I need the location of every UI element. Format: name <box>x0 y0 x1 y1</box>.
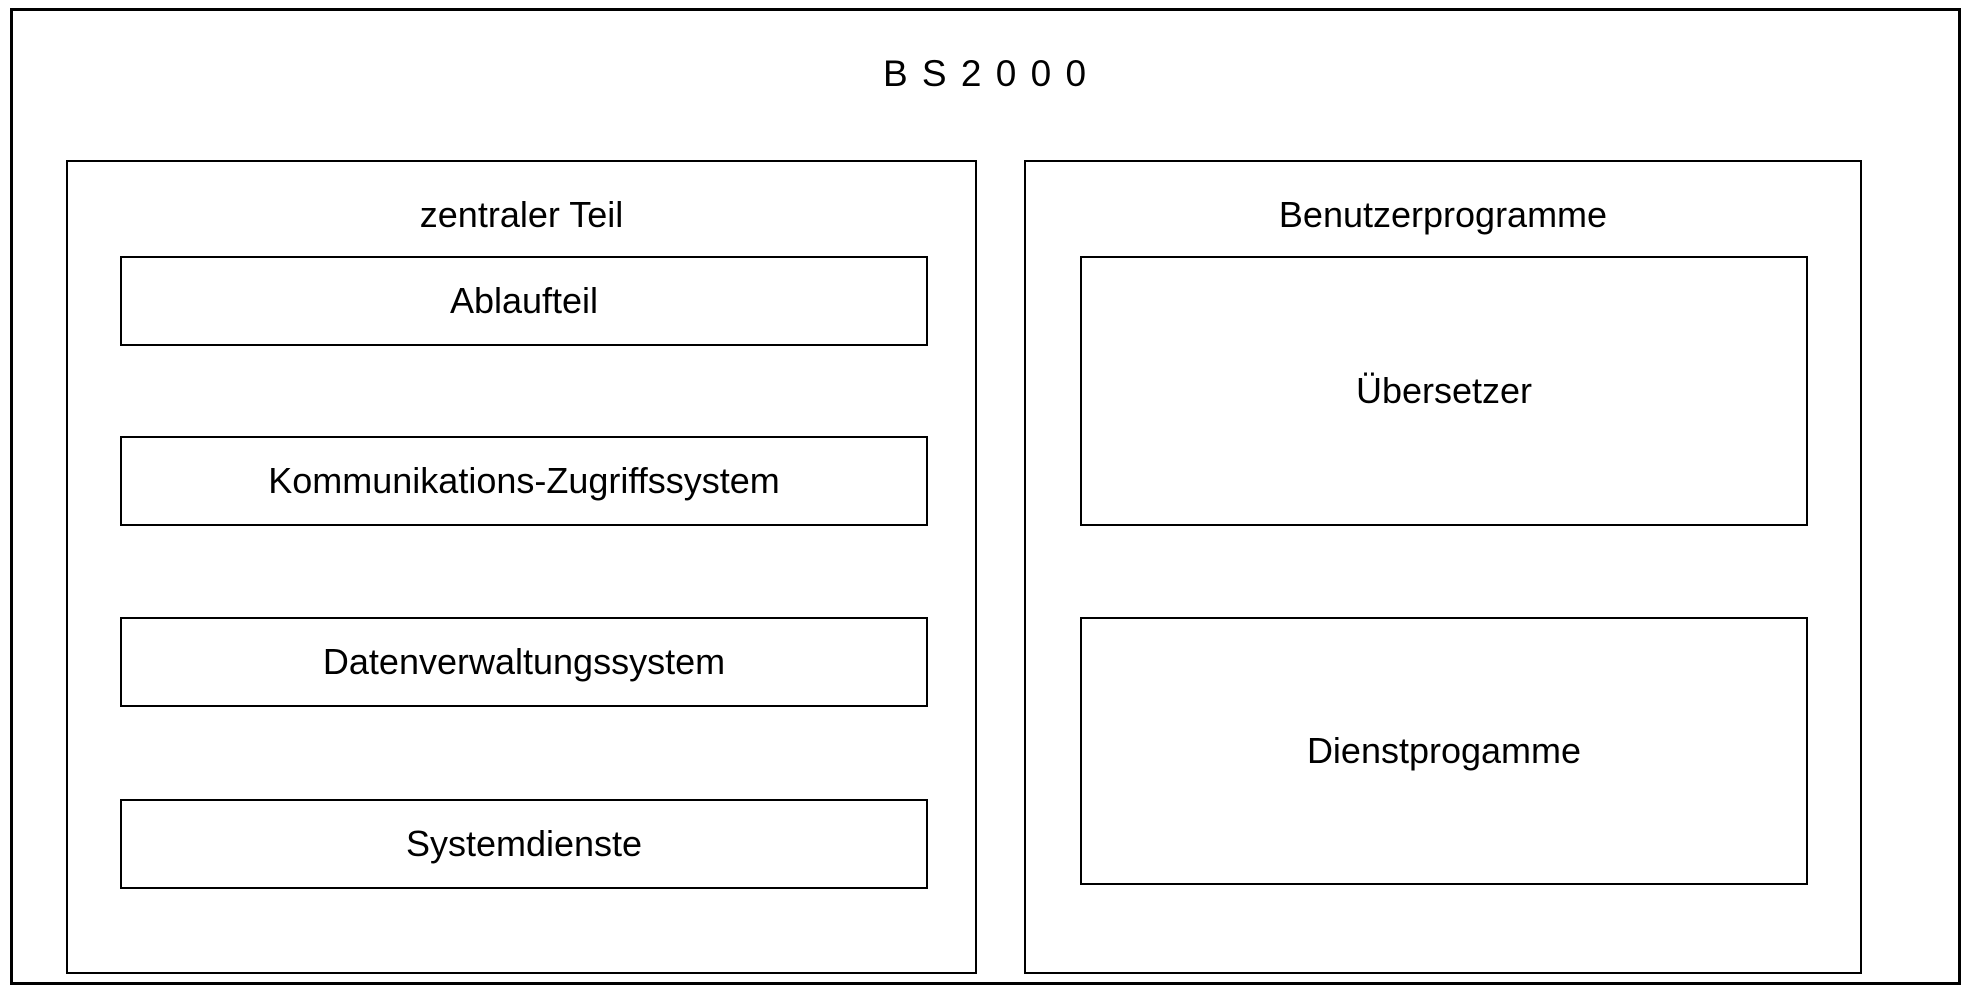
box-kommunikations-zugriffssystem-label: Kommunikations-Zugriffssystem <box>268 460 780 501</box>
box-dienstprogramme-label: Dienstprogamme <box>1306 730 1582 771</box>
user-programs-group-label: Benutzerprogramme <box>1278 194 1608 235</box>
box-ablaufteil: Ablaufteil <box>120 256 928 346</box>
box-systemdienste-label: Systemdienste <box>405 823 643 864</box>
bs2000-outer-frame: B S 2 0 0 0 zentraler Teil Ablaufteil Ko… <box>10 8 1961 985</box>
user-programs-group: Benutzerprogramme Übersetzer Dienstproga… <box>1024 160 1862 974</box>
box-dienstprogramme: Dienstprogamme <box>1080 617 1808 885</box>
box-datenverwaltungssystem: Datenverwaltungssystem <box>120 617 928 707</box>
central-part-group: zentraler Teil Ablaufteil Kommunikations… <box>66 160 977 974</box>
box-kommunikations-zugriffssystem: Kommunikations-Zugriffssystem <box>120 436 928 526</box>
box-uebersetzer: Übersetzer <box>1080 256 1808 526</box>
box-ablaufteil-label: Ablaufteil <box>449 280 599 321</box>
diagram-title: B S 2 0 0 0 <box>882 53 1089 94</box>
central-part-group-label: zentraler Teil <box>419 194 624 235</box>
box-uebersetzer-label: Übersetzer <box>1355 370 1533 411</box>
box-systemdienste: Systemdienste <box>120 799 928 889</box>
box-datenverwaltungssystem-label: Datenverwaltungssystem <box>322 641 726 682</box>
